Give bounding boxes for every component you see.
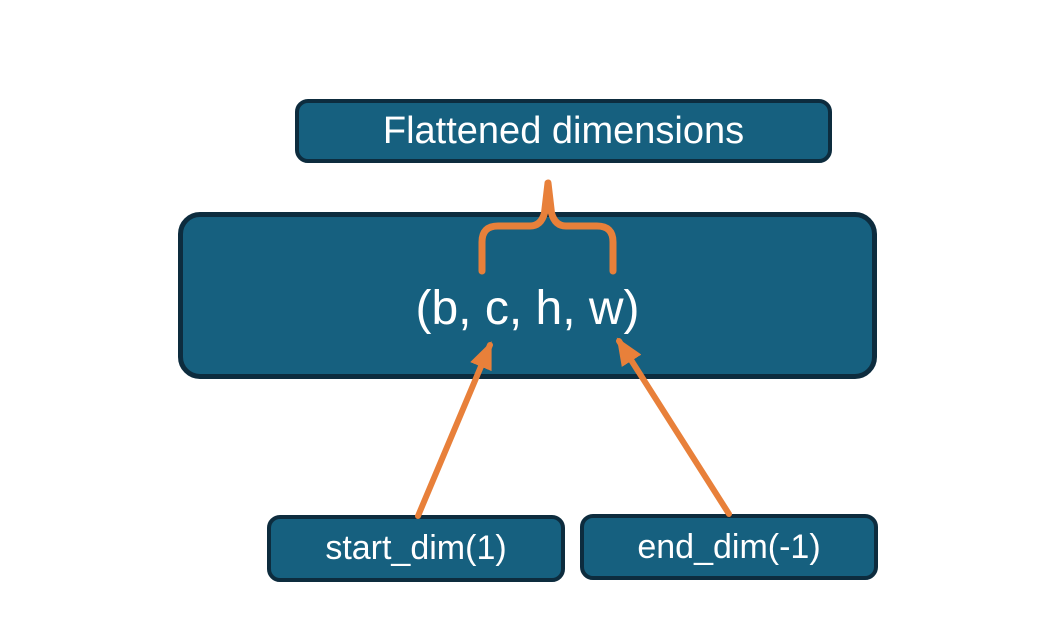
start-dim-label: start_dim(1) (325, 529, 507, 567)
tensor-shape-label: (b, c, h, w) (415, 282, 640, 335)
end-dim-label: end_dim(-1) (637, 527, 821, 566)
end-dim-box: end_dim(-1) (580, 514, 878, 580)
start-dim-box: start_dim(1) (267, 515, 565, 582)
tensor-shape-box: (b, c, h, w) (178, 212, 877, 379)
flattened-dimensions-box: Flattened dimensions (295, 99, 832, 163)
flattened-dimensions-label: Flattened dimensions (382, 109, 745, 152)
